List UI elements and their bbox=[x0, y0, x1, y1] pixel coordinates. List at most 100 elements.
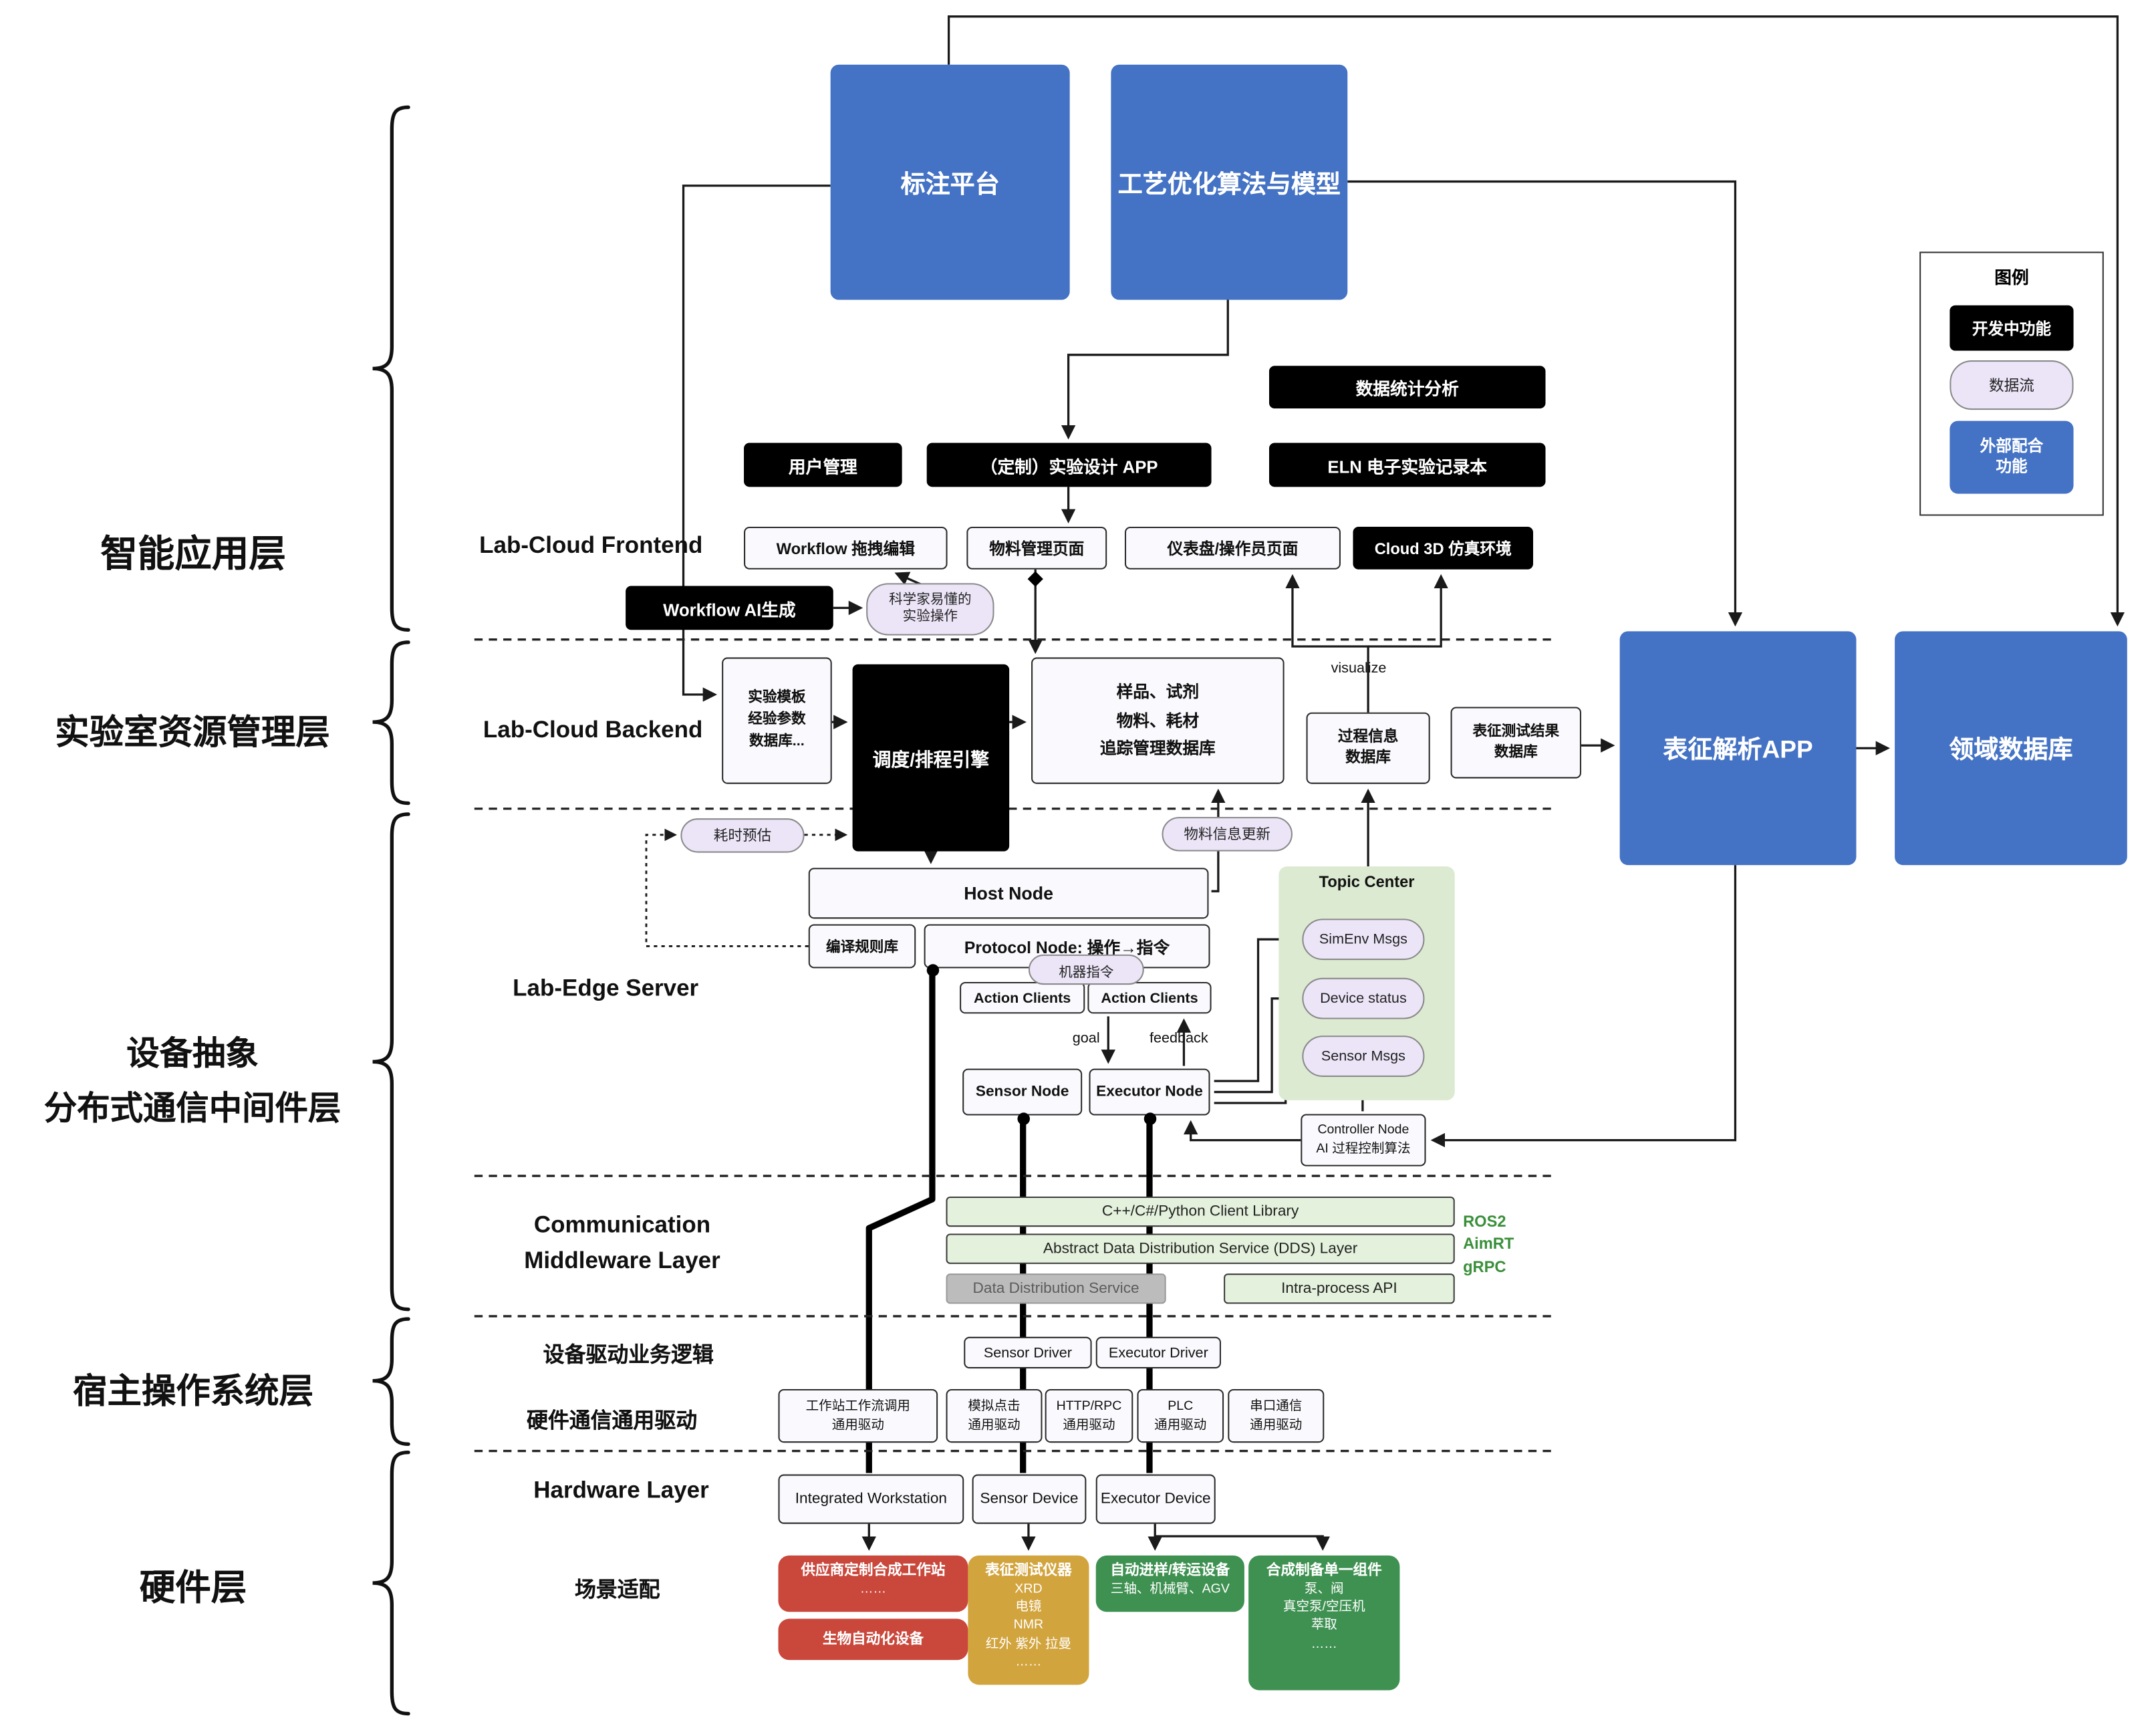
legend-external-function: 外部配合 功能 bbox=[1949, 420, 2074, 494]
scientist-operation-pill: 科学家易懂的 实验操作 bbox=[866, 583, 994, 636]
layer-label-host-os: 宿主操作系统层 bbox=[73, 1372, 314, 1411]
synthesis-line: 真空泵/空压机 bbox=[1283, 1600, 1365, 1615]
sensor-device-box: Sensor Device bbox=[972, 1474, 1087, 1524]
layer-label-resource: 实验室资源管理层 bbox=[55, 713, 330, 753]
executor-node-box: Executor Node bbox=[1089, 1068, 1210, 1116]
process-optimization-box: 工艺优化算法与模型 bbox=[1111, 64, 1348, 300]
transfer-equipment-title: 自动进样/转运设备 bbox=[1110, 1562, 1230, 1579]
host-node-box: Host Node bbox=[808, 868, 1209, 919]
data-statistics-box: 数据统计分析 bbox=[1268, 366, 1546, 409]
middleware-section-label: Communication Middleware Layer bbox=[524, 1211, 720, 1274]
frontend-section-label: Lab-Cloud Frontend bbox=[479, 532, 703, 559]
synthesis-components-box: 合成制备单一组件 泵、阀 真空泵/空压机 萃取 …… bbox=[1248, 1555, 1400, 1691]
flow-arrows bbox=[682, 15, 2125, 1551]
workflow-editor-box: Workflow 拖拽编辑 bbox=[744, 526, 948, 570]
click-sim-driver-box: 模拟点击 通用驱动 bbox=[946, 1388, 1043, 1443]
integrated-workstation-box: Integrated Workstation bbox=[778, 1474, 964, 1524]
experiment-design-app-box: （定制）实验设计 APP bbox=[926, 443, 1212, 487]
cloud-3d-sim-box: Cloud 3D 仿真环境 bbox=[1353, 526, 1534, 570]
workflow-ai-box: Workflow AI生成 bbox=[626, 586, 833, 630]
synthesis-components-title: 合成制备单一组件 bbox=[1266, 1562, 1382, 1579]
characterization-instruments-box: 表征测试仪器 XRD 电镜 NMR 红外 紫外 拉曼 …… bbox=[968, 1555, 1089, 1685]
vendor-workstation-line: …… bbox=[859, 1582, 886, 1597]
synthesis-line: 萃取 bbox=[1311, 1618, 1337, 1633]
junction-dot-protocol bbox=[926, 963, 939, 976]
time-estimate-pill: 耗时预估 bbox=[680, 818, 805, 853]
vendor-workstation-title: 供应商定制合成工作站 bbox=[801, 1562, 946, 1579]
machine-command-pill: 机器指令 bbox=[1028, 954, 1144, 985]
action-clients-left-box: Action Clients bbox=[960, 981, 1085, 1014]
bio-automation-box: 生物自动化设备 bbox=[778, 1618, 968, 1661]
sensor-node-box: Sensor Node bbox=[962, 1068, 1083, 1116]
sample-tracking-db-box: 样品、试剂 物料、耗材 追踪管理数据库 bbox=[1031, 657, 1285, 784]
vendor-workstation-box: 供应商定制合成工作站 …… bbox=[778, 1555, 968, 1612]
tag-aimrt: AimRT bbox=[1463, 1237, 1514, 1254]
instrument-line: 电镜 bbox=[1015, 1600, 1042, 1615]
controller-node-box: Controller Node AI 过程控制算法 bbox=[1301, 1114, 1426, 1166]
topic-center-title: Topic Center bbox=[1319, 874, 1415, 892]
tag-grpc: gRPC bbox=[1463, 1259, 1506, 1276]
layer-label-application: 智能应用层 bbox=[100, 533, 286, 575]
material-update-pill: 物料信息更新 bbox=[1162, 817, 1293, 852]
instrument-line: NMR bbox=[1013, 1618, 1044, 1633]
workstation-driver-box: 工作站工作流调用 通用驱动 bbox=[778, 1388, 938, 1443]
device-status-pill: Device status bbox=[1302, 977, 1425, 1019]
executor-driver-box: Executor Driver bbox=[1095, 1336, 1221, 1369]
goal-label: goal bbox=[1072, 1029, 1100, 1047]
hw-driver-label: 硬件通信通用驱动 bbox=[526, 1409, 698, 1433]
instrument-line: …… bbox=[1015, 1654, 1042, 1669]
sensor-msgs-pill: Sensor Msgs bbox=[1302, 1035, 1425, 1077]
layer-braces bbox=[372, 105, 410, 1716]
feedback-label: feedback bbox=[1149, 1029, 1208, 1047]
hardware-section-label: Hardware Layer bbox=[533, 1477, 709, 1503]
junction-dot-sensor bbox=[1017, 1112, 1029, 1124]
executor-device-box: Executor Device bbox=[1095, 1474, 1216, 1524]
characterization-instruments-title: 表征测试仪器 bbox=[985, 1562, 1072, 1579]
bio-automation-title: 生物自动化设备 bbox=[822, 1630, 924, 1648]
instrument-line: 红外 紫外 拉曼 bbox=[985, 1636, 1072, 1651]
synthesis-line: 泵、阀 bbox=[1304, 1582, 1344, 1597]
data-distribution-service-bar: Data Distribution Service bbox=[946, 1273, 1166, 1304]
scheduler-engine-box: 调度/排程引擎 bbox=[852, 664, 1010, 852]
material-page-box: 物料管理页面 bbox=[966, 526, 1107, 570]
driver-logic-label: 设备驱动业务逻辑 bbox=[543, 1344, 714, 1368]
dds-layer-bar: Abstract Data Distribution Service (DDS)… bbox=[946, 1233, 1455, 1264]
transfer-equipment-line: 三轴、机械臂、AGV bbox=[1110, 1582, 1230, 1597]
process-info-db-box: 过程信息 数据库 bbox=[1306, 712, 1430, 784]
layer-label-device-middleware: 设备抽象 分布式通信中间件层 bbox=[43, 1035, 342, 1128]
characterization-analysis-app-box: 表征解析APP bbox=[1619, 631, 1857, 866]
layer-label-hardware: 硬件层 bbox=[139, 1566, 247, 1608]
instrument-line: XRD bbox=[1015, 1582, 1043, 1597]
legend-title: 图例 bbox=[1994, 267, 2029, 287]
domain-database-box: 领域数据库 bbox=[1895, 631, 2127, 866]
sensor-driver-box: Sensor Driver bbox=[964, 1336, 1092, 1369]
backend-section-label: Lab-Cloud Backend bbox=[483, 716, 703, 743]
user-management-box: 用户管理 bbox=[744, 443, 902, 487]
characterization-result-db-box: 表征测试结果 数据库 bbox=[1450, 707, 1582, 779]
compile-rules-lib-box: 编译规则库 bbox=[808, 924, 916, 969]
layer-separators bbox=[474, 638, 1554, 1453]
visualize-label: visualize bbox=[1331, 660, 1387, 677]
tag-ros2: ROS2 bbox=[1463, 1214, 1506, 1231]
dotted-links bbox=[645, 828, 848, 947]
serial-driver-box: 串口通信 通用驱动 bbox=[1228, 1388, 1325, 1443]
transfer-equipment-box: 自动进样/转运设备 三轴、机械臂、AGV bbox=[1095, 1555, 1244, 1612]
synthesis-line: …… bbox=[1311, 1636, 1337, 1651]
plc-driver-box: PLC 通用驱动 bbox=[1137, 1388, 1224, 1443]
action-clients-right-box: Action Clients bbox=[1087, 981, 1212, 1014]
legend-in-development: 开发中功能 bbox=[1949, 305, 2074, 351]
dashboard-page-box: 仪表盘/操作员页面 bbox=[1124, 526, 1341, 570]
edge-section-label: Lab-Edge Server bbox=[513, 975, 699, 1001]
scene-adaptation-label: 场景适配 bbox=[574, 1578, 660, 1602]
eln-box: ELN 电子实验记录本 bbox=[1268, 443, 1546, 487]
middleware-tech-tags: ROS2 AimRT gRPC bbox=[1463, 1213, 1514, 1278]
intra-process-api-bar: Intra-process API bbox=[1224, 1273, 1455, 1304]
junction-dot-executor bbox=[1143, 1112, 1156, 1124]
annotation-platform-box: 标注平台 bbox=[830, 64, 1070, 300]
legend-dataflow: 数据流 bbox=[1949, 360, 2074, 410]
client-library-bar: C++/C#/Python Client Library bbox=[946, 1196, 1455, 1227]
simenv-msgs-pill: SimEnv Msgs bbox=[1302, 918, 1425, 961]
experiment-template-db-box: 实验模板 经验参数 数据库... bbox=[722, 657, 832, 784]
